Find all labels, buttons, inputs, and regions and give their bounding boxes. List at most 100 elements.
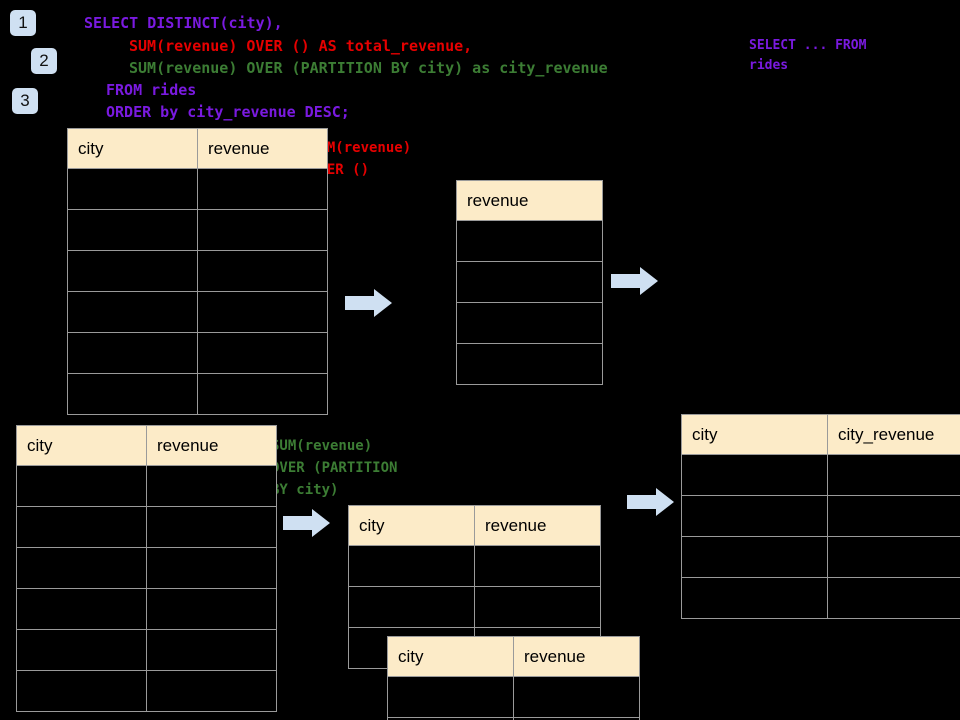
partition-source-table: city revenue bbox=[16, 425, 277, 712]
cell-city bbox=[67, 250, 198, 292]
cell-city-revenue bbox=[827, 495, 960, 537]
cell-revenue bbox=[456, 220, 603, 262]
table-row bbox=[348, 586, 601, 628]
table-row bbox=[67, 168, 328, 210]
cell-revenue bbox=[146, 670, 277, 712]
table-row bbox=[456, 302, 603, 344]
source-rides-table: city revenue bbox=[67, 128, 328, 415]
cell-city bbox=[67, 209, 198, 251]
cell-city bbox=[681, 536, 828, 578]
cell-revenue bbox=[456, 302, 603, 344]
column-header-revenue: revenue bbox=[513, 636, 640, 677]
column-header-city: city bbox=[16, 425, 147, 466]
cell-revenue bbox=[197, 168, 328, 210]
cell-city bbox=[387, 676, 514, 718]
cell-revenue bbox=[474, 586, 601, 628]
cell-city bbox=[67, 291, 198, 333]
table-row bbox=[16, 506, 277, 548]
cell-revenue bbox=[197, 373, 328, 415]
cell-city-revenue bbox=[827, 454, 960, 496]
cell-city bbox=[16, 465, 147, 507]
cell-city bbox=[348, 586, 475, 628]
table-row bbox=[67, 291, 328, 333]
table-row bbox=[16, 670, 277, 712]
cell-city bbox=[67, 168, 198, 210]
column-header-city: city bbox=[348, 505, 475, 546]
cell-city-revenue bbox=[827, 577, 960, 619]
table-header-row: city revenue bbox=[348, 505, 601, 546]
cell-revenue bbox=[474, 545, 601, 587]
cell-city-revenue bbox=[827, 536, 960, 578]
table-header-row: city revenue bbox=[387, 636, 640, 677]
cell-city bbox=[16, 547, 147, 589]
column-header-revenue: revenue bbox=[197, 128, 328, 169]
cell-revenue bbox=[146, 547, 277, 589]
annotation-select-from-rides: SELECT ... FROM rides bbox=[749, 38, 867, 73]
cell-city bbox=[16, 588, 147, 630]
table-row bbox=[16, 629, 277, 671]
cell-revenue bbox=[456, 261, 603, 303]
step-badge-1: 1 bbox=[10, 10, 36, 36]
cell-revenue bbox=[146, 465, 277, 507]
column-header-revenue: revenue bbox=[456, 180, 603, 221]
table-header-row: city revenue bbox=[67, 128, 328, 169]
arrow-total-to-result-icon bbox=[611, 267, 658, 295]
step-badge-3: 3 bbox=[12, 88, 38, 114]
sql-line-order-by: ORDER by city_revenue DESC; bbox=[106, 103, 350, 121]
table-row bbox=[681, 495, 960, 537]
table-row bbox=[348, 545, 601, 587]
arrow-source-to-total-icon bbox=[345, 289, 392, 317]
step-badge-2: 2 bbox=[31, 48, 57, 74]
cell-revenue bbox=[456, 343, 603, 385]
table-row bbox=[67, 332, 328, 374]
cell-city bbox=[681, 495, 828, 537]
cell-city bbox=[348, 545, 475, 587]
cell-city bbox=[681, 577, 828, 619]
table-row bbox=[456, 343, 603, 385]
table-row bbox=[681, 577, 960, 619]
cell-revenue bbox=[146, 588, 277, 630]
column-header-city-revenue: city_revenue bbox=[827, 414, 960, 455]
cell-revenue bbox=[197, 332, 328, 374]
table-row bbox=[681, 454, 960, 496]
table-header-row: city city_revenue bbox=[681, 414, 960, 455]
cell-city bbox=[67, 332, 198, 374]
total-revenue-table: revenue bbox=[456, 180, 603, 385]
sql-line-from: FROM rides bbox=[106, 81, 197, 99]
table-header-row: city revenue bbox=[16, 425, 277, 466]
partition-group-table-front: city revenue bbox=[387, 636, 640, 720]
cell-revenue bbox=[513, 676, 640, 718]
partition-group-table-back: city revenue bbox=[348, 505, 601, 669]
cell-revenue bbox=[146, 506, 277, 548]
table-row bbox=[67, 250, 328, 292]
cell-city bbox=[16, 670, 147, 712]
column-header-revenue: revenue bbox=[474, 505, 601, 546]
table-row bbox=[67, 373, 328, 415]
table-row bbox=[16, 547, 277, 589]
cell-city bbox=[16, 506, 147, 548]
column-header-city: city bbox=[67, 128, 198, 169]
arrow-partition-to-result-icon bbox=[627, 488, 674, 516]
cell-revenue bbox=[197, 250, 328, 292]
sql-line-total-revenue: SUM(revenue) OVER () AS total_revenue, bbox=[129, 37, 473, 55]
result-city-revenue-table: city city_revenue bbox=[681, 414, 960, 619]
arrow-source-to-partition-icon bbox=[283, 509, 330, 537]
cell-city bbox=[16, 629, 147, 671]
cell-revenue bbox=[197, 209, 328, 251]
column-header-city: city bbox=[681, 414, 828, 455]
sql-line-select: SELECT DISTINCT(city), bbox=[84, 14, 283, 32]
table-row bbox=[16, 465, 277, 507]
table-row bbox=[387, 676, 640, 718]
annotation-sum-over-partition: SUM(revenue) OVER (PARTITION BY city) bbox=[271, 438, 398, 498]
table-row bbox=[456, 261, 603, 303]
table-header-row: revenue bbox=[456, 180, 603, 221]
table-row bbox=[16, 588, 277, 630]
cell-revenue bbox=[197, 291, 328, 333]
cell-city bbox=[67, 373, 198, 415]
table-row bbox=[67, 209, 328, 251]
cell-city bbox=[681, 454, 828, 496]
column-header-revenue: revenue bbox=[146, 425, 277, 466]
cell-revenue bbox=[146, 629, 277, 671]
sql-line-city-revenue: SUM(revenue) OVER (PARTITION BY city) as… bbox=[129, 59, 608, 77]
